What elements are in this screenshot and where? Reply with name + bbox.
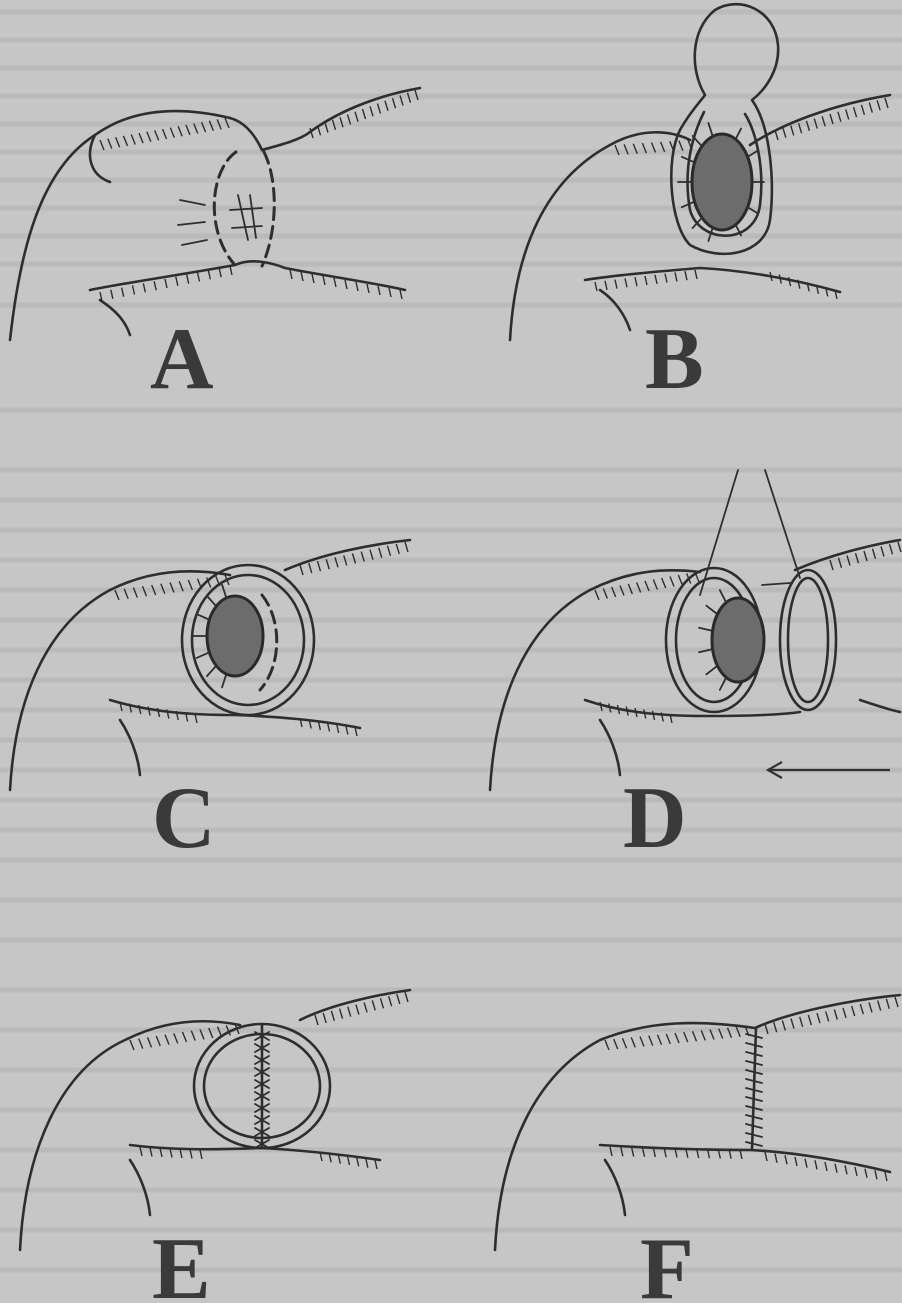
panel-f-intestine xyxy=(495,995,900,1250)
tumor-d xyxy=(712,598,764,682)
distal-ring-inner xyxy=(788,578,828,702)
direction-arrow xyxy=(768,762,890,778)
panel-c-intestine xyxy=(10,540,410,790)
tumor-c xyxy=(207,596,263,676)
tumor-b xyxy=(692,134,752,230)
panel-label-e: E xyxy=(152,1221,211,1303)
panel-label-d: D xyxy=(623,770,687,867)
panel-label-b: B xyxy=(645,311,704,408)
panel-e: E xyxy=(20,990,410,1303)
panel-label-a: A xyxy=(150,311,214,408)
background-text-lines xyxy=(0,12,902,1270)
panel-b-intestine xyxy=(510,4,890,340)
panel-a: A xyxy=(10,88,420,408)
panel-label-f: F xyxy=(640,1221,694,1303)
panel-label-c: C xyxy=(152,770,216,867)
